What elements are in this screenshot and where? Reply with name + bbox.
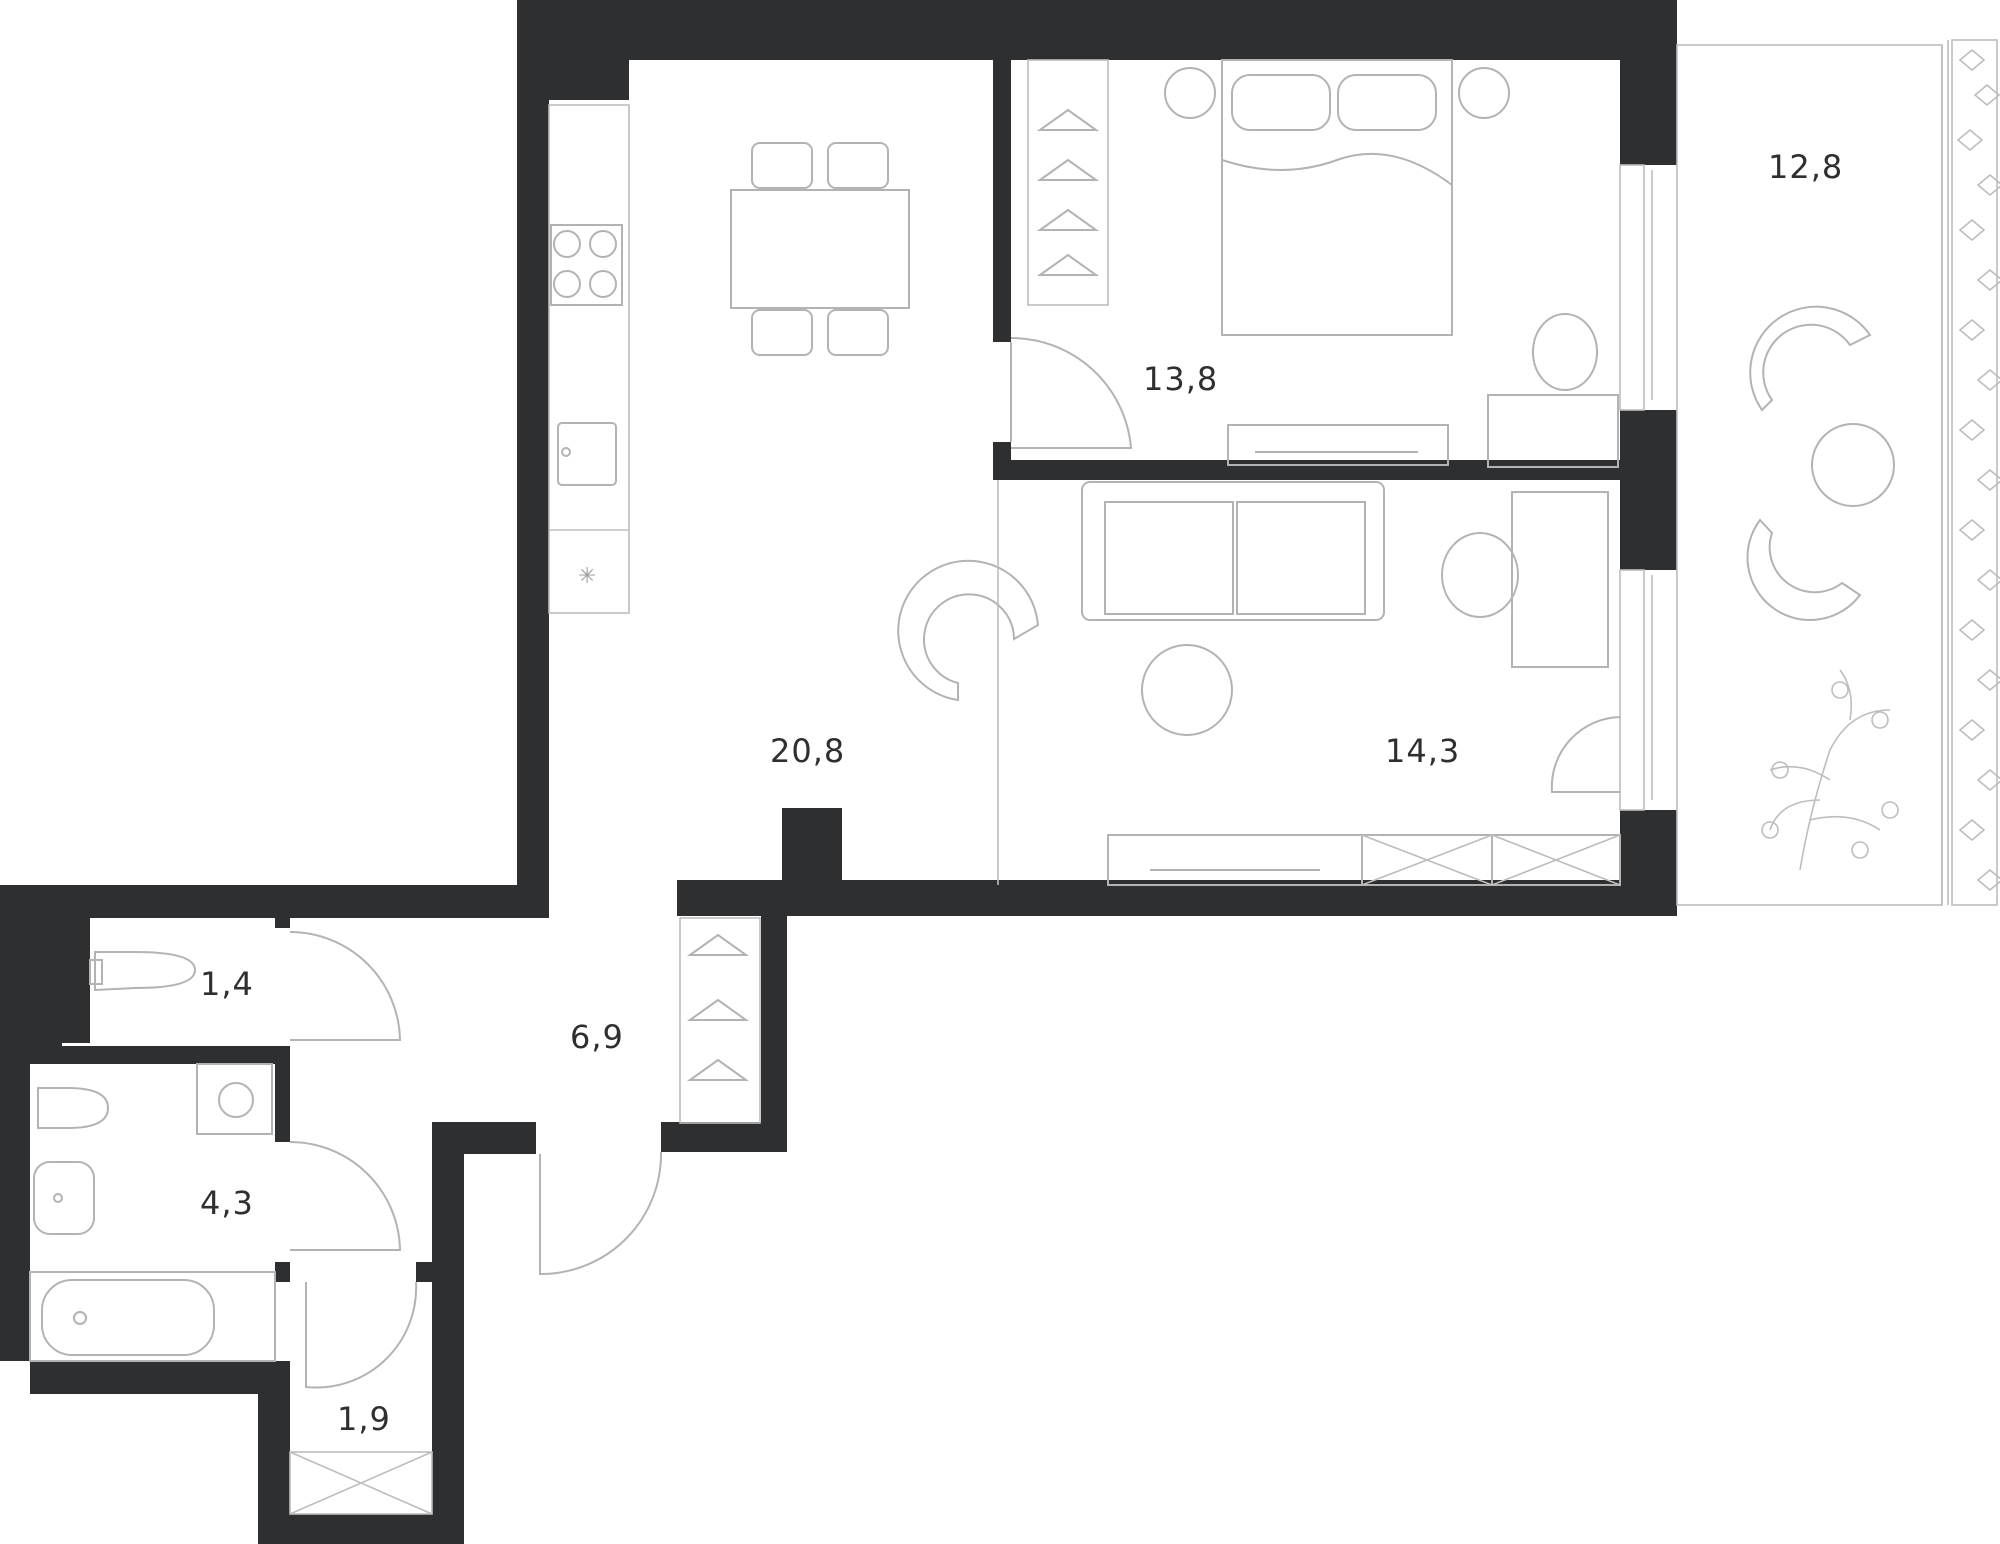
walls [0,0,1677,1544]
area-label-storage: 1,9 [337,1400,391,1438]
chair-icon [897,559,1040,702]
hanger-icon [686,933,750,1081]
stove-icon [550,224,623,306]
area-label-toilet: 1,4 [200,965,254,1003]
balcony [1676,39,2000,906]
sink-icon [33,1161,95,1235]
plant-icon [1956,48,2000,892]
plant-icon [1761,669,1899,871]
nightstand-icon [1164,67,1216,119]
windows [1619,164,1653,811]
bedroom [1010,59,1619,468]
toilet-room [89,931,402,1041]
table-icon [730,189,910,309]
table-icon [1811,423,1895,507]
sink-icon [557,422,617,486]
desk [1511,491,1609,668]
door-swing-icon [539,1151,663,1276]
area-label-bedroom: 13,8 [1143,360,1218,398]
door-swing-icon [1010,336,1133,449]
door-swing-icon [289,931,402,1041]
chair-icon [1746,518,1862,621]
bathroom [29,1063,402,1362]
area-labels: 12,8 13,8 20,8 14,3 1,4 6,9 4,3 1,9 [200,148,1843,1438]
area-label-kitchen-living: 20,8 [770,732,845,770]
nightstand-icon [1458,67,1510,119]
area-label-hallway: 6,9 [570,1018,624,1056]
door-swing-icon [289,1141,402,1251]
hanger-icon [1036,108,1100,276]
desk [1487,394,1619,468]
sofa-icon [1081,481,1385,621]
bed-icon [1221,59,1453,336]
area-label-living-room: 14,3 [1385,732,1460,770]
door-swing-icon [305,1281,418,1389]
chair-icon [751,142,889,356]
coffee-table-icon [1141,644,1233,736]
chair-icon [1532,313,1598,391]
storage-room [289,1281,433,1515]
toilet-icon [37,1087,110,1129]
area-label-bathroom: 4,3 [200,1184,254,1222]
hallway [539,917,761,1276]
fridge-icon: ✳ [549,529,629,589]
chair-icon [1749,305,1872,412]
tv-stand [1227,424,1449,466]
kitchen: ✳ [548,104,1040,885]
area-label-balcony: 12,8 [1768,148,1843,186]
door-swing-icon [1550,716,1621,793]
tv-cabinet [1107,834,1621,886]
svg-text:✳: ✳ [578,564,596,589]
washing-machine-icon [196,1063,273,1135]
toilet-icon [89,951,197,992]
chair-icon [1441,532,1519,618]
bathtub-icon [29,1271,276,1362]
living-room [1081,481,1621,886]
